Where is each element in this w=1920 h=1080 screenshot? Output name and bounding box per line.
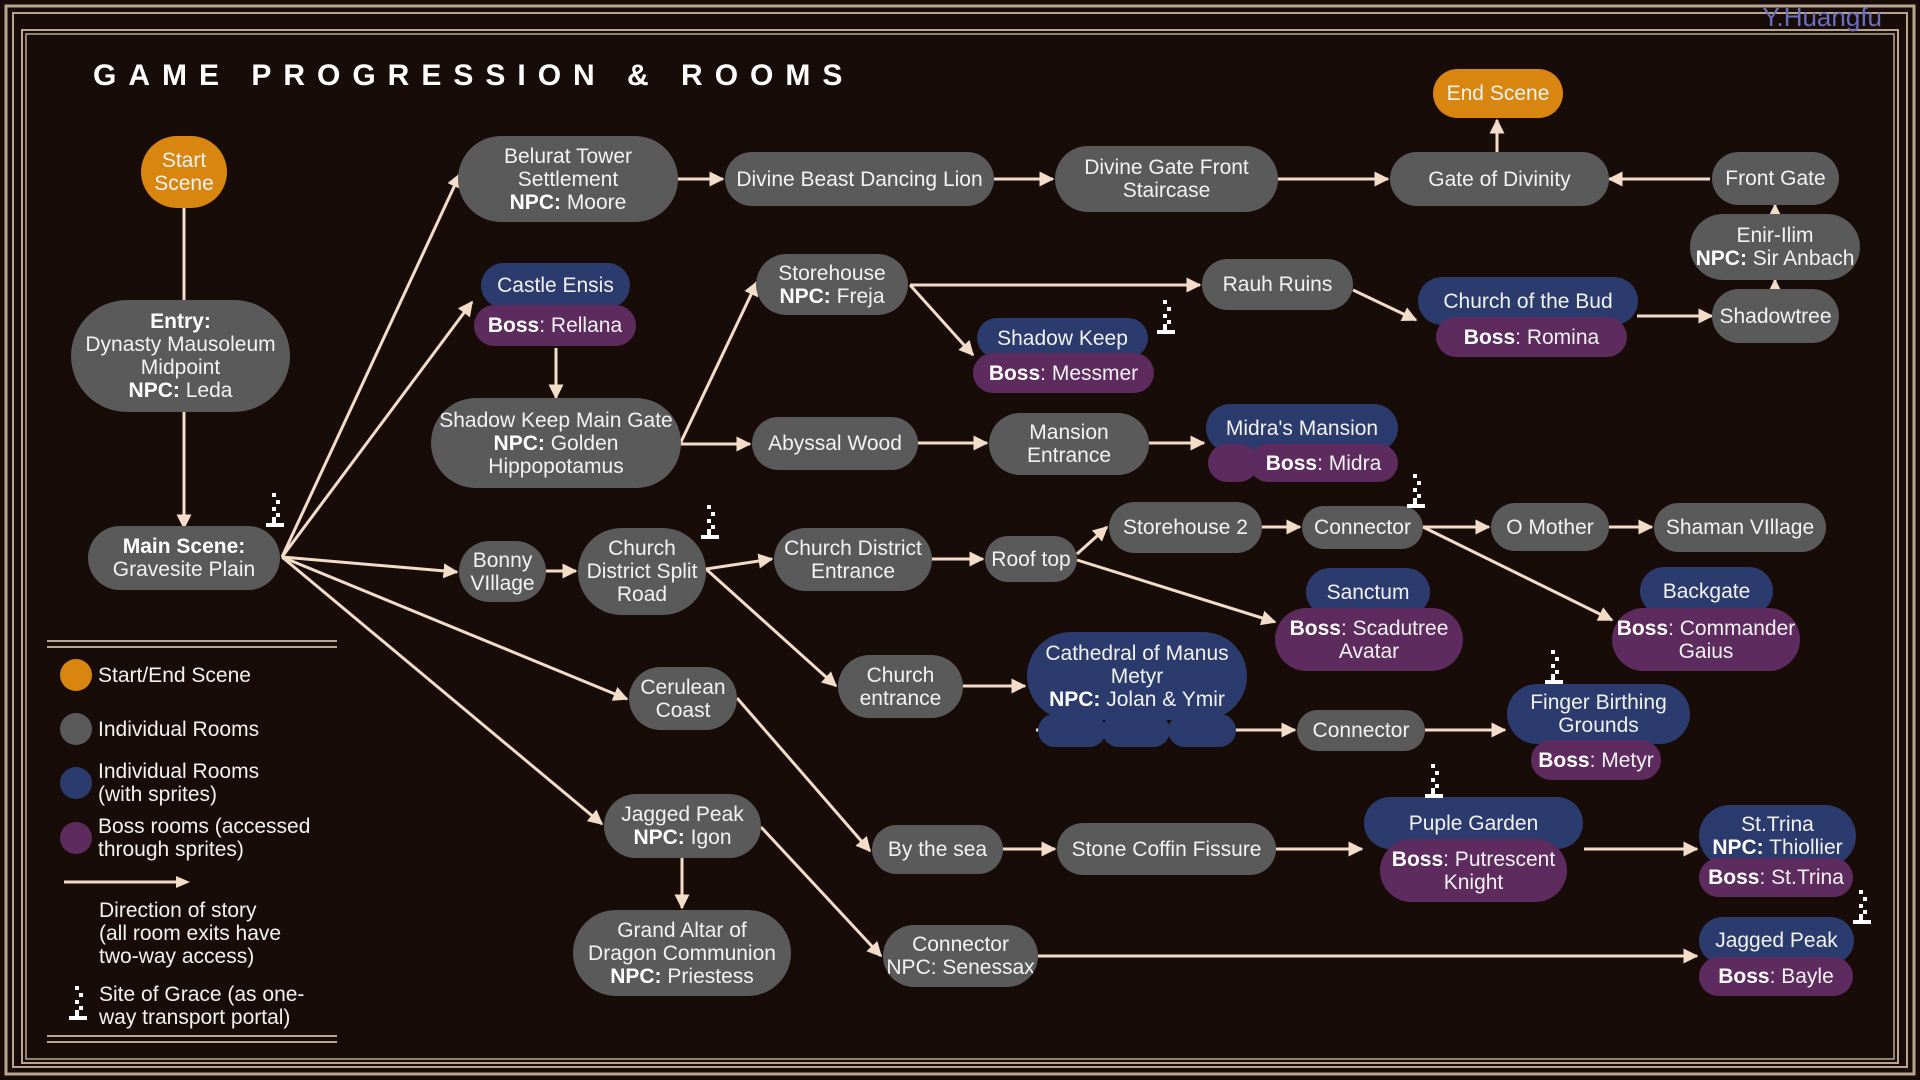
castle-ensis-node: Castle Ensis: [481, 263, 630, 308]
author-credit: Y.Huangfu: [1762, 2, 1882, 32]
rauh-ruins-node: Rauh Ruins: [1202, 259, 1353, 310]
cathedral-sprite-3: [1168, 714, 1236, 747]
legend-gray-swatch: [60, 713, 92, 745]
abyssal-wood-node: Abyssal Wood: [752, 417, 918, 470]
midra-boss: Boss: Midra: [1249, 444, 1398, 482]
jagged-peak-bayle-node: Jagged Peak: [1699, 917, 1854, 964]
connector-1-node: Connector: [1302, 506, 1423, 549]
roof-top-node: Roof top: [985, 536, 1077, 582]
jagged-peak-bayle-boss: Boss: Bayle: [1699, 957, 1853, 996]
end-scene-node: End Scene: [1433, 69, 1563, 118]
site-of-grace-icon: [1157, 300, 1175, 334]
site-of-grace-icon: [1425, 764, 1443, 798]
cathedral-sprite-2: [1102, 714, 1170, 747]
site-of-grace-icon: [1545, 650, 1563, 684]
cathedral-sprite-1: [1038, 714, 1106, 747]
shadow-keep-boss: Boss: Messmer: [973, 353, 1154, 393]
legend-site-of-grace: Site of Grace (as one-way transport port…: [99, 983, 305, 1029]
site-of-grace-icon: [1407, 474, 1425, 508]
main-scene-node: Main Scene:Gravesite Plain: [88, 526, 280, 590]
legend-start-end: Start/End Scene: [60, 659, 251, 691]
site-of-grace-icon: [266, 493, 284, 527]
shaman-village-node: Shaman VIllage: [1654, 503, 1826, 552]
divine-lion-node: Divine Beast Dancing Lion: [725, 152, 994, 206]
legend-site-of-grace-icon: [69, 986, 87, 1020]
page-title: GAME PROGRESSION & ROOMS: [93, 59, 855, 92]
connector-2-node: Connector: [1297, 710, 1425, 751]
legend-blue-swatch: [60, 767, 92, 799]
site-of-grace-icon: [701, 505, 719, 539]
gate-of-divinity-node: Gate of Divinity: [1390, 152, 1609, 206]
st-trina-boss: Boss: St.Trina: [1699, 858, 1853, 897]
castle-ensis-boss: Boss: Rellana: [474, 305, 636, 346]
legend-rooms-sprites: Individual Rooms(with sprites): [60, 760, 259, 806]
legend-purple-swatch: [60, 822, 92, 854]
storehouse-2-node: Storehouse 2: [1109, 502, 1262, 553]
finger-birthing-boss: Boss: Metyr: [1531, 740, 1661, 780]
o-mother-node: O Mother: [1491, 503, 1609, 551]
front-gate-node: Front Gate: [1712, 152, 1839, 205]
backgate-node: Backgate: [1640, 567, 1773, 615]
by-the-sea-node: By the sea: [872, 825, 1003, 874]
shadowtree-node: Shadowtree: [1712, 289, 1839, 343]
legend-rooms: Individual Rooms: [60, 713, 259, 745]
legend-orange-swatch: [60, 659, 92, 691]
shadow-keep-node: Shadow Keep: [977, 318, 1148, 358]
church-of-the-bud-boss: Boss: Romina: [1436, 317, 1627, 357]
legend-arrow-icon: [64, 876, 190, 888]
stone-coffin-node: Stone Coffin Fissure: [1057, 823, 1276, 875]
site-of-grace-icon: [1853, 890, 1871, 924]
